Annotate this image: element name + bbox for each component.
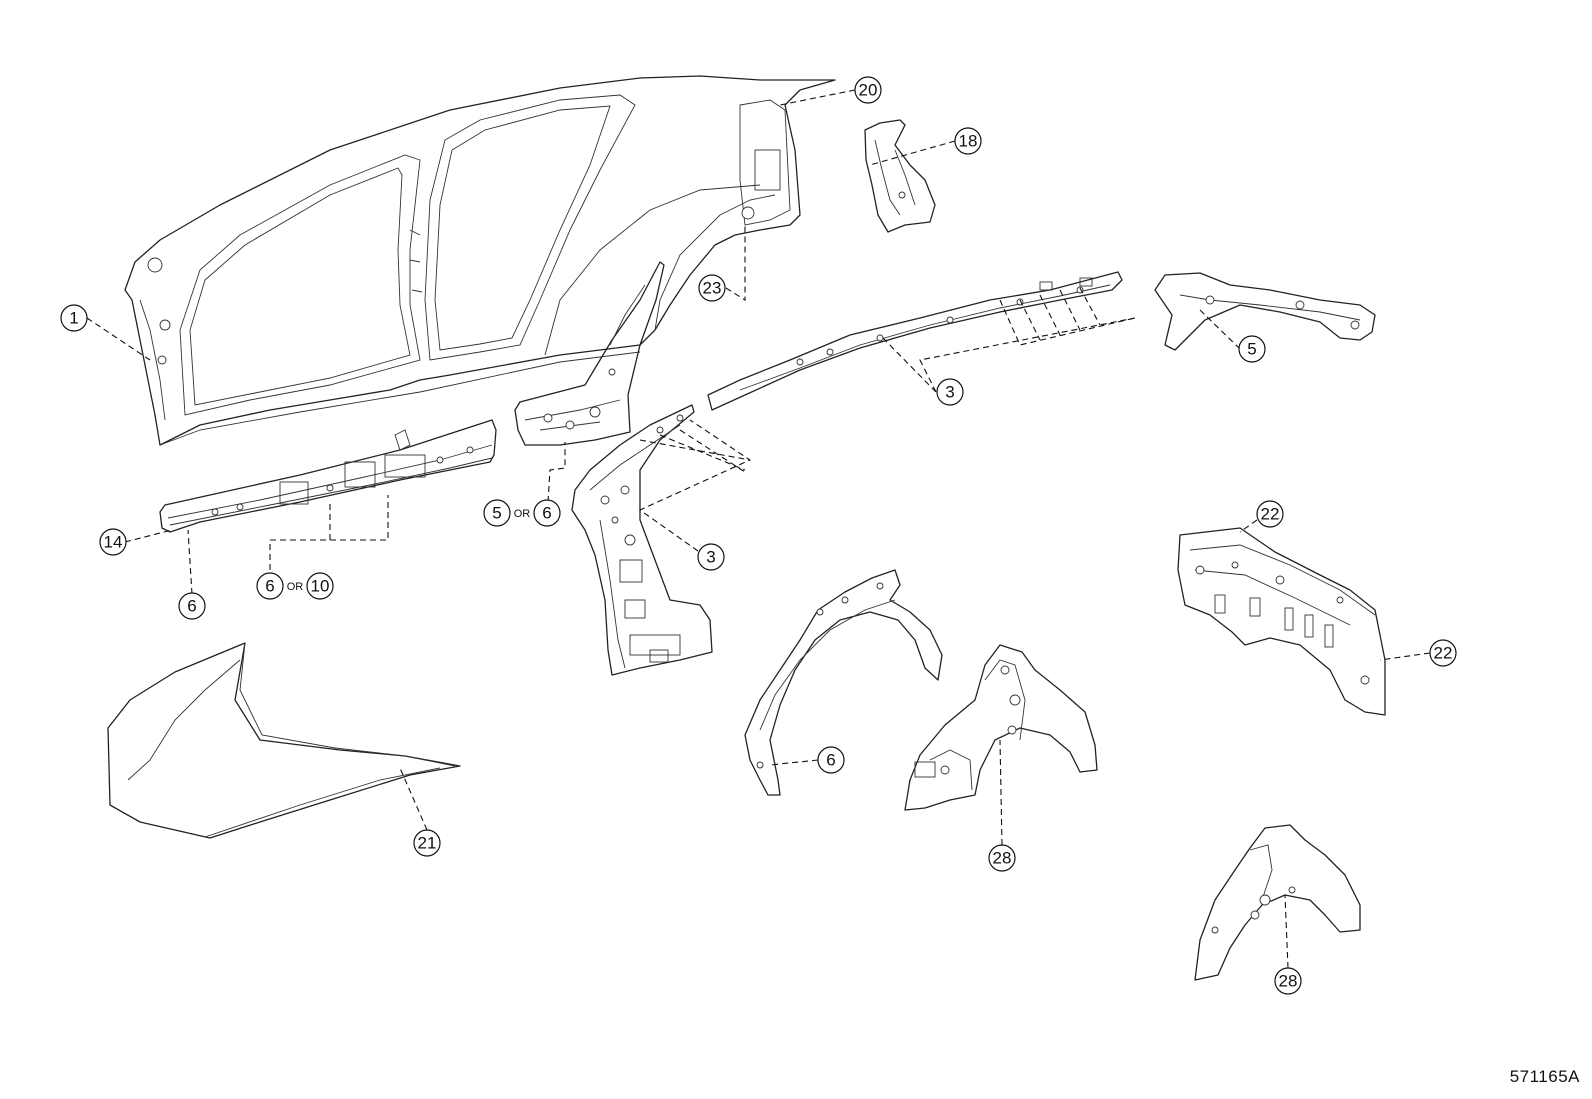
- rear-wheelhouse-inner-lower: [1194, 824, 1361, 981]
- callout-5-front-label: 5: [492, 504, 501, 523]
- rear-floor-cross-panel: [1177, 527, 1386, 716]
- callout-18: 18: [954, 127, 982, 155]
- front-wheelhouse-apron: [744, 569, 943, 796]
- callout-20: 20: [854, 76, 882, 104]
- callout-6-or-10: 6 OR 10: [256, 572, 334, 600]
- callout-28-lower-label: 28: [1279, 972, 1298, 991]
- callout-3-pillar: 3: [697, 543, 725, 571]
- callout-6-rocker-bottom: 6: [178, 592, 206, 620]
- callout-21: 21: [413, 829, 441, 857]
- callout-3-pillar-label: 3: [706, 548, 715, 567]
- callout-6-front-label: 6: [542, 504, 551, 523]
- callout-28-center: 28: [988, 844, 1016, 872]
- callout-3-roof-rail: 3: [936, 378, 964, 406]
- callout-22-top-label: 22: [1261, 505, 1280, 524]
- front-pillar-inner-panel: [571, 404, 713, 676]
- callout-6-rocker-bottom-label: 6: [187, 597, 196, 616]
- callout-28-lower: 28: [1274, 967, 1302, 995]
- callout-20-label: 20: [859, 81, 878, 100]
- rear-roof-bracket: [1154, 272, 1376, 351]
- callout-14-label: 14: [104, 533, 123, 552]
- callout-22-right-label: 22: [1434, 644, 1453, 663]
- callout-6-wheelhouse-label: 6: [826, 751, 835, 770]
- callout-1: 1: [60, 304, 88, 332]
- body-side-outer-panel: [124, 75, 836, 446]
- callout-22-right: 22: [1429, 639, 1457, 667]
- callout-10-label: 10: [311, 577, 330, 596]
- callout-18-label: 18: [959, 132, 978, 151]
- callout-23: 23: [698, 274, 726, 302]
- quarter-pillar-reinforcement: [864, 119, 936, 233]
- callout-5-rear: 5: [1238, 335, 1266, 363]
- hood-panel: [107, 642, 461, 839]
- callout-1-label: 1: [69, 309, 78, 328]
- callout-21-label: 21: [418, 834, 437, 853]
- callout-23-label: 23: [703, 279, 722, 298]
- leader-lines: [86, 89, 1431, 969]
- callout-3-roof-rail-label: 3: [945, 383, 954, 402]
- callout-5-rear-label: 5: [1247, 340, 1256, 359]
- front-pillar-upper-reinforcement: [514, 261, 665, 446]
- rear-wheelhouse-inner-center: [904, 644, 1098, 811]
- rocker-panel-reinforcement: [159, 419, 497, 533]
- callout-5-or-6: 5 OR 6: [483, 499, 561, 527]
- callout-14: 14: [99, 528, 127, 556]
- callout-6-rocker-mid-label: 6: [265, 577, 274, 596]
- callout-22-top: 22: [1256, 500, 1284, 528]
- callout-28-center-label: 28: [993, 849, 1012, 868]
- diagram-reference-code: 571165A: [1509, 1067, 1580, 1086]
- roof-side-rail: [707, 271, 1123, 411]
- or-label-front: OR: [514, 508, 531, 520]
- or-label-rocker: OR: [287, 581, 304, 593]
- callout-6-wheelhouse: 6: [817, 746, 845, 774]
